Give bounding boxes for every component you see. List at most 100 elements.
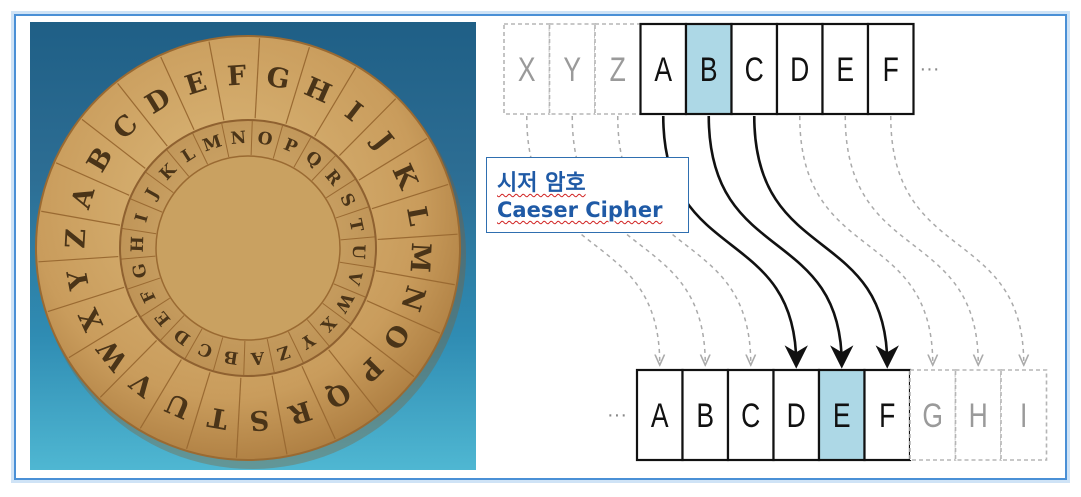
outer-ring-letter: F — [226, 60, 247, 92]
inner-ring-letter: V — [342, 268, 365, 288]
bottom-letter: C — [741, 397, 760, 435]
top-box — [866, 22, 915, 116]
bottom-faded-letter: H — [969, 397, 988, 435]
shift-arrow — [661, 115, 808, 369]
inner-ring-letter: H — [128, 236, 149, 253]
inner-ring-letter: G — [129, 262, 152, 280]
top-box — [684, 22, 733, 116]
inner-divider — [127, 277, 161, 290]
inner-divider — [160, 315, 185, 341]
inner-divider — [140, 297, 171, 318]
top-box — [730, 22, 779, 116]
inner-divider — [287, 331, 304, 363]
top-box — [639, 22, 688, 116]
outer-divider — [38, 255, 119, 263]
inner-divider — [213, 337, 224, 371]
bottom-box — [772, 368, 821, 462]
inner-ring-letter: U — [348, 244, 368, 260]
outer-divider — [377, 233, 458, 241]
outer-divider — [371, 183, 449, 210]
inner-divider — [243, 340, 246, 375]
outer-divider — [160, 56, 195, 130]
faded-shift-arrow — [571, 115, 705, 364]
bottom-letter: F — [879, 397, 895, 435]
top-faded-box — [503, 23, 551, 115]
faded-shift-arrow — [844, 115, 978, 364]
bottom-letter: E — [833, 397, 851, 435]
inner-divider — [250, 121, 253, 156]
outer-ring-letter: Z — [60, 228, 92, 249]
bottom-box — [863, 368, 912, 462]
inner-divider — [325, 178, 356, 199]
outer-divider — [41, 210, 121, 226]
inner-divider — [266, 338, 275, 373]
outer-divider — [139, 359, 182, 429]
ellipsis: ··· — [607, 404, 627, 426]
inner-divider — [293, 137, 312, 168]
inner-ring-letter: Z — [274, 341, 292, 364]
top-letter: B — [700, 51, 718, 89]
outer-divider — [235, 377, 242, 458]
inner-ring-letter: T — [345, 217, 367, 234]
faded-shift-arrow — [890, 115, 1024, 364]
outer-divider — [117, 83, 168, 147]
top-faded-box — [594, 23, 642, 115]
shift-arrows — [661, 115, 899, 369]
outer-divider — [301, 366, 336, 440]
top-faded-box — [548, 23, 596, 115]
inner-ring-letter: N — [230, 128, 247, 149]
inner-ring-letter: O — [256, 128, 274, 150]
inner-divider — [221, 123, 230, 158]
bottom-faded-box — [909, 369, 957, 461]
top-letter: C — [745, 51, 764, 89]
top-faded-letter: Y — [563, 51, 581, 89]
outer-ring-letter: M — [403, 242, 436, 274]
top-faded-letter: X — [518, 51, 536, 89]
outer-divider — [254, 38, 261, 119]
inner-divider — [322, 302, 351, 325]
bottom-letter: B — [696, 397, 714, 435]
outer-divider — [55, 162, 130, 196]
inner-divider — [145, 171, 174, 194]
bottom-box — [681, 368, 730, 462]
top-faded-letter: Z — [610, 51, 626, 89]
cipher-label-english: Caeser Cipher — [497, 198, 663, 222]
bottom-faded-letter: I — [1020, 397, 1027, 435]
inner-divider — [122, 227, 157, 235]
outer-divider — [271, 375, 288, 455]
outer-divider — [186, 372, 211, 449]
outer-divider — [339, 98, 397, 157]
faded-shift-arrow — [526, 115, 660, 364]
top-letter: E — [836, 51, 854, 89]
cipher-label-korean: 시저 암호 — [497, 171, 586, 196]
outer-divider — [350, 327, 415, 378]
bottom-box — [726, 368, 775, 462]
shift-arrow — [707, 115, 854, 369]
faded-shift-arrow — [799, 115, 933, 364]
inner-divider — [339, 261, 374, 269]
faded-shift-arrows — [526, 115, 1024, 364]
top-box — [775, 22, 824, 116]
inner-ring-letter: B — [222, 346, 239, 368]
outer-divider — [99, 339, 157, 398]
inner-divider — [311, 155, 336, 181]
inner-divider — [121, 255, 156, 260]
bottom-letter: A — [651, 397, 669, 435]
outer-divider — [375, 270, 455, 286]
outer-divider — [68, 315, 138, 359]
inner-divider — [184, 328, 203, 359]
inner-divider — [192, 133, 209, 165]
ellipsis: ··· — [920, 58, 940, 80]
shift-arrow — [752, 115, 899, 369]
top-letter: A — [654, 51, 672, 89]
faded-shift-arrow — [617, 115, 751, 364]
inner-divider — [272, 125, 283, 159]
bottom-faded-box — [1000, 369, 1048, 461]
inner-divider — [130, 198, 163, 213]
outer-ring-letter: S — [249, 404, 270, 436]
inner-divider — [166, 149, 190, 177]
bottom-faded-box — [954, 369, 1002, 461]
inner-divider — [340, 236, 375, 241]
